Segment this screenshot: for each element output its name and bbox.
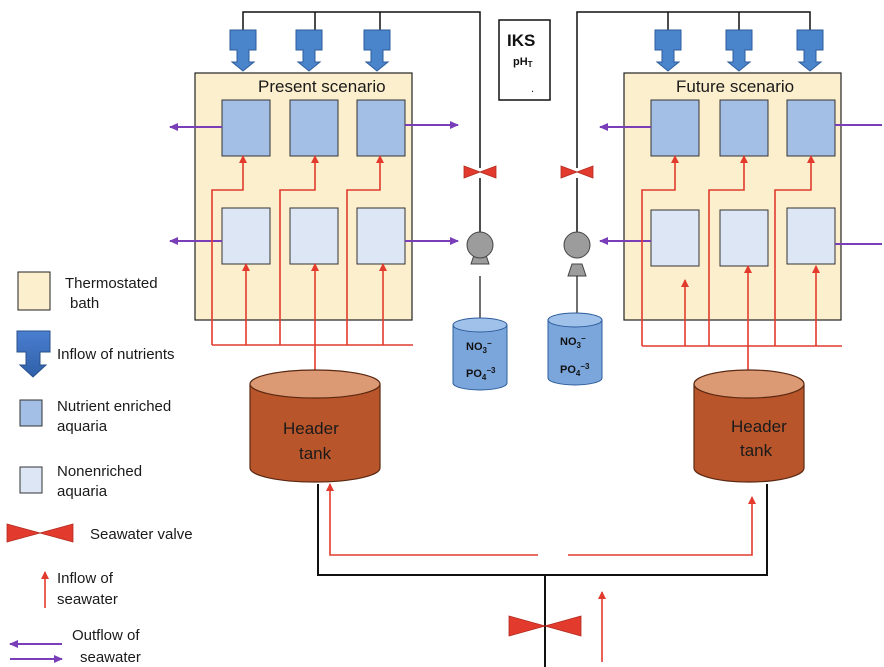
future-nutrient-inflow-arrow: [725, 29, 753, 72]
present-nutrient-inflow-arrow: [295, 29, 323, 72]
legend-enriched-label: aquaria: [57, 418, 108, 435]
future-nutrient-feed-line: [576, 11, 811, 168]
present-outflow-arrows: [169, 121, 459, 245]
legend-nonenriched-label: Nonenriched: [57, 463, 142, 480]
future-scenario: Future scenario: [547, 11, 882, 483]
future-scenario-title: Future scenario: [676, 77, 794, 96]
future-nonenriched-aquarium: [719, 209, 769, 267]
future-nutrient-inflow-arrow: [796, 29, 824, 72]
iks-ph-label: pHT: [513, 56, 533, 69]
legend-valve-icon: [6, 523, 74, 543]
future-header-tank: Header tank: [693, 369, 805, 483]
legend-inflow-label: seawater: [57, 591, 118, 608]
present-no3-label: NO3−: [466, 339, 492, 355]
iks-dot: .: [531, 83, 534, 95]
present-header-tank: Header tank: [249, 369, 381, 483]
legend-bath-label: Thermostated: [65, 275, 158, 292]
legend-nutrient-arrow-icon: [16, 330, 51, 378]
present-scenario: Present scenario: [169, 11, 508, 483]
legend-outflow-label: seawater: [80, 649, 141, 666]
present-enriched-aquarium: [289, 99, 339, 157]
main-seawater-valve: [508, 615, 582, 637]
future-enriched-aquarium: [719, 99, 769, 157]
present-nutrient-feed-line: [242, 11, 481, 168]
future-nutrient-tank: NO3− PO4−3: [547, 312, 603, 386]
legend-nonenriched-label: aquaria: [57, 483, 108, 500]
future-dosing-pump: [563, 178, 591, 316]
future-header-tank-label: tank: [740, 441, 773, 460]
present-scenario-title: Present scenario: [258, 77, 386, 96]
present-nonenriched-aquarium: [356, 207, 406, 265]
legend-valve-label: Seawater valve: [90, 526, 193, 543]
iks-ph-sensor: IKS pHT .: [498, 19, 551, 101]
main-inflow-arrows: [326, 483, 756, 662]
present-nonenriched-aquarium: [221, 207, 271, 265]
present-nutrient-inflow-arrow: [363, 29, 391, 72]
present-nonenriched-aquarium: [289, 207, 339, 265]
present-header-tank-label: Header: [283, 419, 339, 438]
present-seawater-distribution: [211, 155, 413, 378]
future-nonenriched-aquarium: [650, 209, 700, 267]
legend-bath-label: bath: [70, 295, 99, 312]
main-supply-piping: [317, 484, 768, 667]
future-header-tank-label: Header: [731, 417, 787, 436]
present-dosing-pump: [466, 178, 494, 321]
present-po4-label: PO4−3: [466, 366, 496, 382]
present-enriched-aquarium: [221, 99, 271, 157]
present-seawater-valve: [463, 165, 497, 179]
future-seawater-valve: [560, 165, 594, 179]
present-nutrient-tank: NO3− PO4−3: [452, 317, 508, 391]
legend-enriched-label: Nutrient enriched: [57, 398, 171, 415]
future-enriched-aquarium: [650, 99, 700, 157]
future-po4-label: PO4−3: [560, 362, 590, 378]
future-nonenriched-aquarium: [786, 207, 836, 265]
iks-label: IKS: [507, 31, 535, 50]
legend-inflow-label: Inflow of: [57, 570, 114, 587]
present-header-tank-label: tank: [299, 444, 332, 463]
legend: Thermostated bath Inflow of nutrients Nu…: [6, 271, 193, 666]
legend-nonenriched-swatch: [19, 466, 43, 494]
legend-bath-swatch: [17, 271, 51, 311]
future-no3-label: NO3−: [560, 334, 586, 350]
future-enriched-aquarium: [786, 99, 836, 157]
legend-outflow-label: Outflow of: [72, 627, 140, 644]
legend-nutrients-label: Inflow of nutrients: [57, 346, 175, 363]
future-nutrient-inflow-arrow: [654, 29, 682, 72]
present-enriched-aquarium: [356, 99, 406, 157]
legend-enriched-swatch: [19, 399, 43, 427]
present-nutrient-inflow-arrow: [229, 29, 257, 72]
